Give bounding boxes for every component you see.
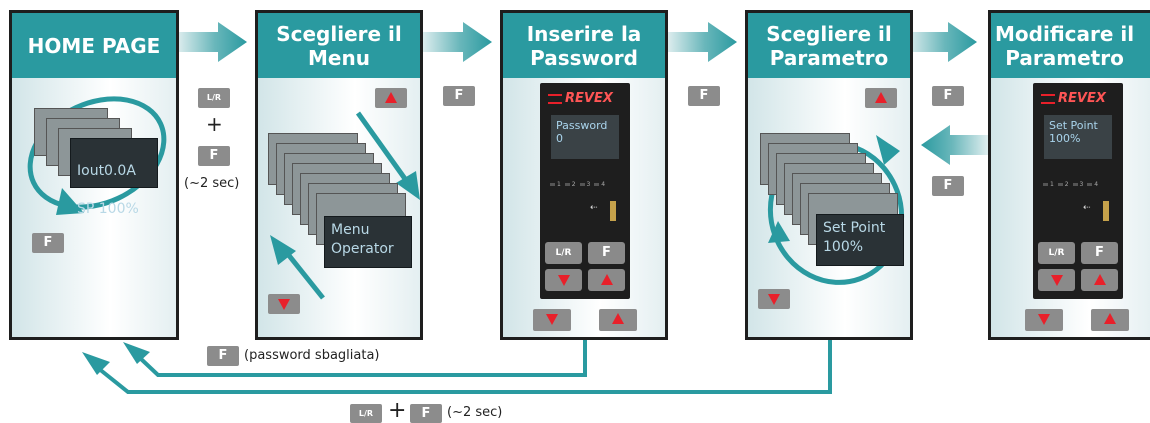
- device-leds: 1 2 3 4: [1043, 181, 1099, 188]
- device-leds: 1 2 3 4: [550, 181, 606, 188]
- device-down-button[interactable]: [1038, 269, 1075, 291]
- down-key[interactable]: [1025, 309, 1063, 331]
- up-arrow-icon: [612, 313, 624, 324]
- arrow-right-3: [665, 22, 737, 62]
- panel-password: Inserire la Password REVEX Password 0 1 …: [500, 10, 668, 340]
- down-key[interactable]: [268, 294, 300, 314]
- usb-icon: ⇠: [1083, 203, 1091, 213]
- down-key[interactable]: [533, 309, 571, 331]
- panel-param: Scegliere il Parametro Set Point 100%: [745, 10, 913, 340]
- usb-port: [1103, 201, 1109, 221]
- up-key[interactable]: [865, 88, 897, 108]
- arrow-right-2: [420, 22, 492, 62]
- return-line-password: [123, 340, 587, 377]
- plus-sign: +: [206, 112, 223, 136]
- device-screen: Set Point 100%: [1044, 115, 1112, 159]
- up-arrow-icon: [385, 92, 397, 103]
- revex-logo: REVEX: [548, 91, 613, 106]
- menu-lcd: Menu Operator: [324, 216, 412, 268]
- revex-device: REVEX Set Point 100% 1 2 3 4 ⇠ L/R F: [1033, 83, 1123, 299]
- device-lr-button[interactable]: L/R: [1038, 242, 1075, 264]
- arrow-right-4: [905, 22, 977, 62]
- revex-device: REVEX Password 0 1 2 3 4 ⇠ L/R F: [540, 83, 630, 299]
- device-screen: Password 0: [551, 115, 619, 159]
- device-lr-button[interactable]: L/R: [545, 242, 582, 264]
- revex-logo: REVEX: [1041, 91, 1106, 106]
- panel-title: Scegliere il Menu: [258, 13, 420, 78]
- down-arrow-icon: [768, 294, 780, 305]
- lcd-line-2: SP 100%: [77, 201, 139, 217]
- wrong-password-label: (password sbagliata): [244, 348, 380, 363]
- lr-key[interactable]: L/R: [198, 88, 230, 108]
- lcd-line-1: Iout0.0A: [77, 163, 136, 179]
- scroll-arrow-icon: [270, 111, 420, 300]
- device-up-button[interactable]: [1081, 269, 1118, 291]
- lr-key[interactable]: L/R: [350, 404, 382, 423]
- down-key[interactable]: [758, 289, 790, 309]
- usb-port: [610, 201, 616, 221]
- f-key[interactable]: F: [32, 233, 64, 253]
- f-key[interactable]: F: [410, 404, 442, 423]
- down-arrow-icon: [278, 299, 290, 310]
- device-down-button[interactable]: [545, 269, 582, 291]
- arrow-right-1: [175, 22, 247, 62]
- plus-sign: +: [388, 398, 407, 423]
- f-key[interactable]: F: [198, 146, 230, 166]
- panel-title: HOME PAGE: [12, 13, 176, 78]
- f-key[interactable]: F: [932, 176, 964, 196]
- panel-title: Modificare il Parametro: [991, 13, 1150, 78]
- home-lcd: Iout0.0A SP 100%: [70, 138, 158, 217]
- panel-title: Scegliere il Parametro: [748, 13, 910, 78]
- device-f-button[interactable]: F: [588, 242, 625, 264]
- hold-time-label: (~2 sec): [184, 176, 240, 191]
- f-key[interactable]: F: [443, 86, 475, 106]
- cycle-arrow-icon: [27, 96, 167, 215]
- device-f-button[interactable]: F: [1081, 242, 1118, 264]
- usb-icon: ⇠: [590, 203, 598, 213]
- f-key[interactable]: F: [688, 86, 720, 106]
- down-arrow-icon: [1038, 314, 1050, 325]
- f-key[interactable]: F: [207, 346, 239, 366]
- hold-time-label: (~2 sec): [447, 405, 503, 420]
- arrow-left-back: [921, 125, 990, 165]
- f-key[interactable]: F: [932, 86, 964, 106]
- up-key[interactable]: [375, 88, 407, 108]
- return-line-param: [82, 340, 832, 394]
- param-lcd: Set Point 100%: [816, 214, 904, 266]
- panel-menu: Scegliere il Menu Menu Operator: [255, 10, 423, 340]
- up-arrow-icon: [1104, 313, 1116, 324]
- up-key[interactable]: [599, 309, 637, 331]
- panel-title: Inserire la Password: [503, 13, 665, 78]
- panel-modify: Modificare il Parametro REVEX Set Point …: [988, 10, 1150, 340]
- up-key[interactable]: [1091, 309, 1129, 331]
- panel-home: HOME PAGE Iout0.0A SP 100% F: [9, 10, 179, 340]
- down-arrow-icon: [546, 314, 558, 325]
- up-arrow-icon: [875, 92, 887, 103]
- device-up-button[interactable]: [588, 269, 625, 291]
